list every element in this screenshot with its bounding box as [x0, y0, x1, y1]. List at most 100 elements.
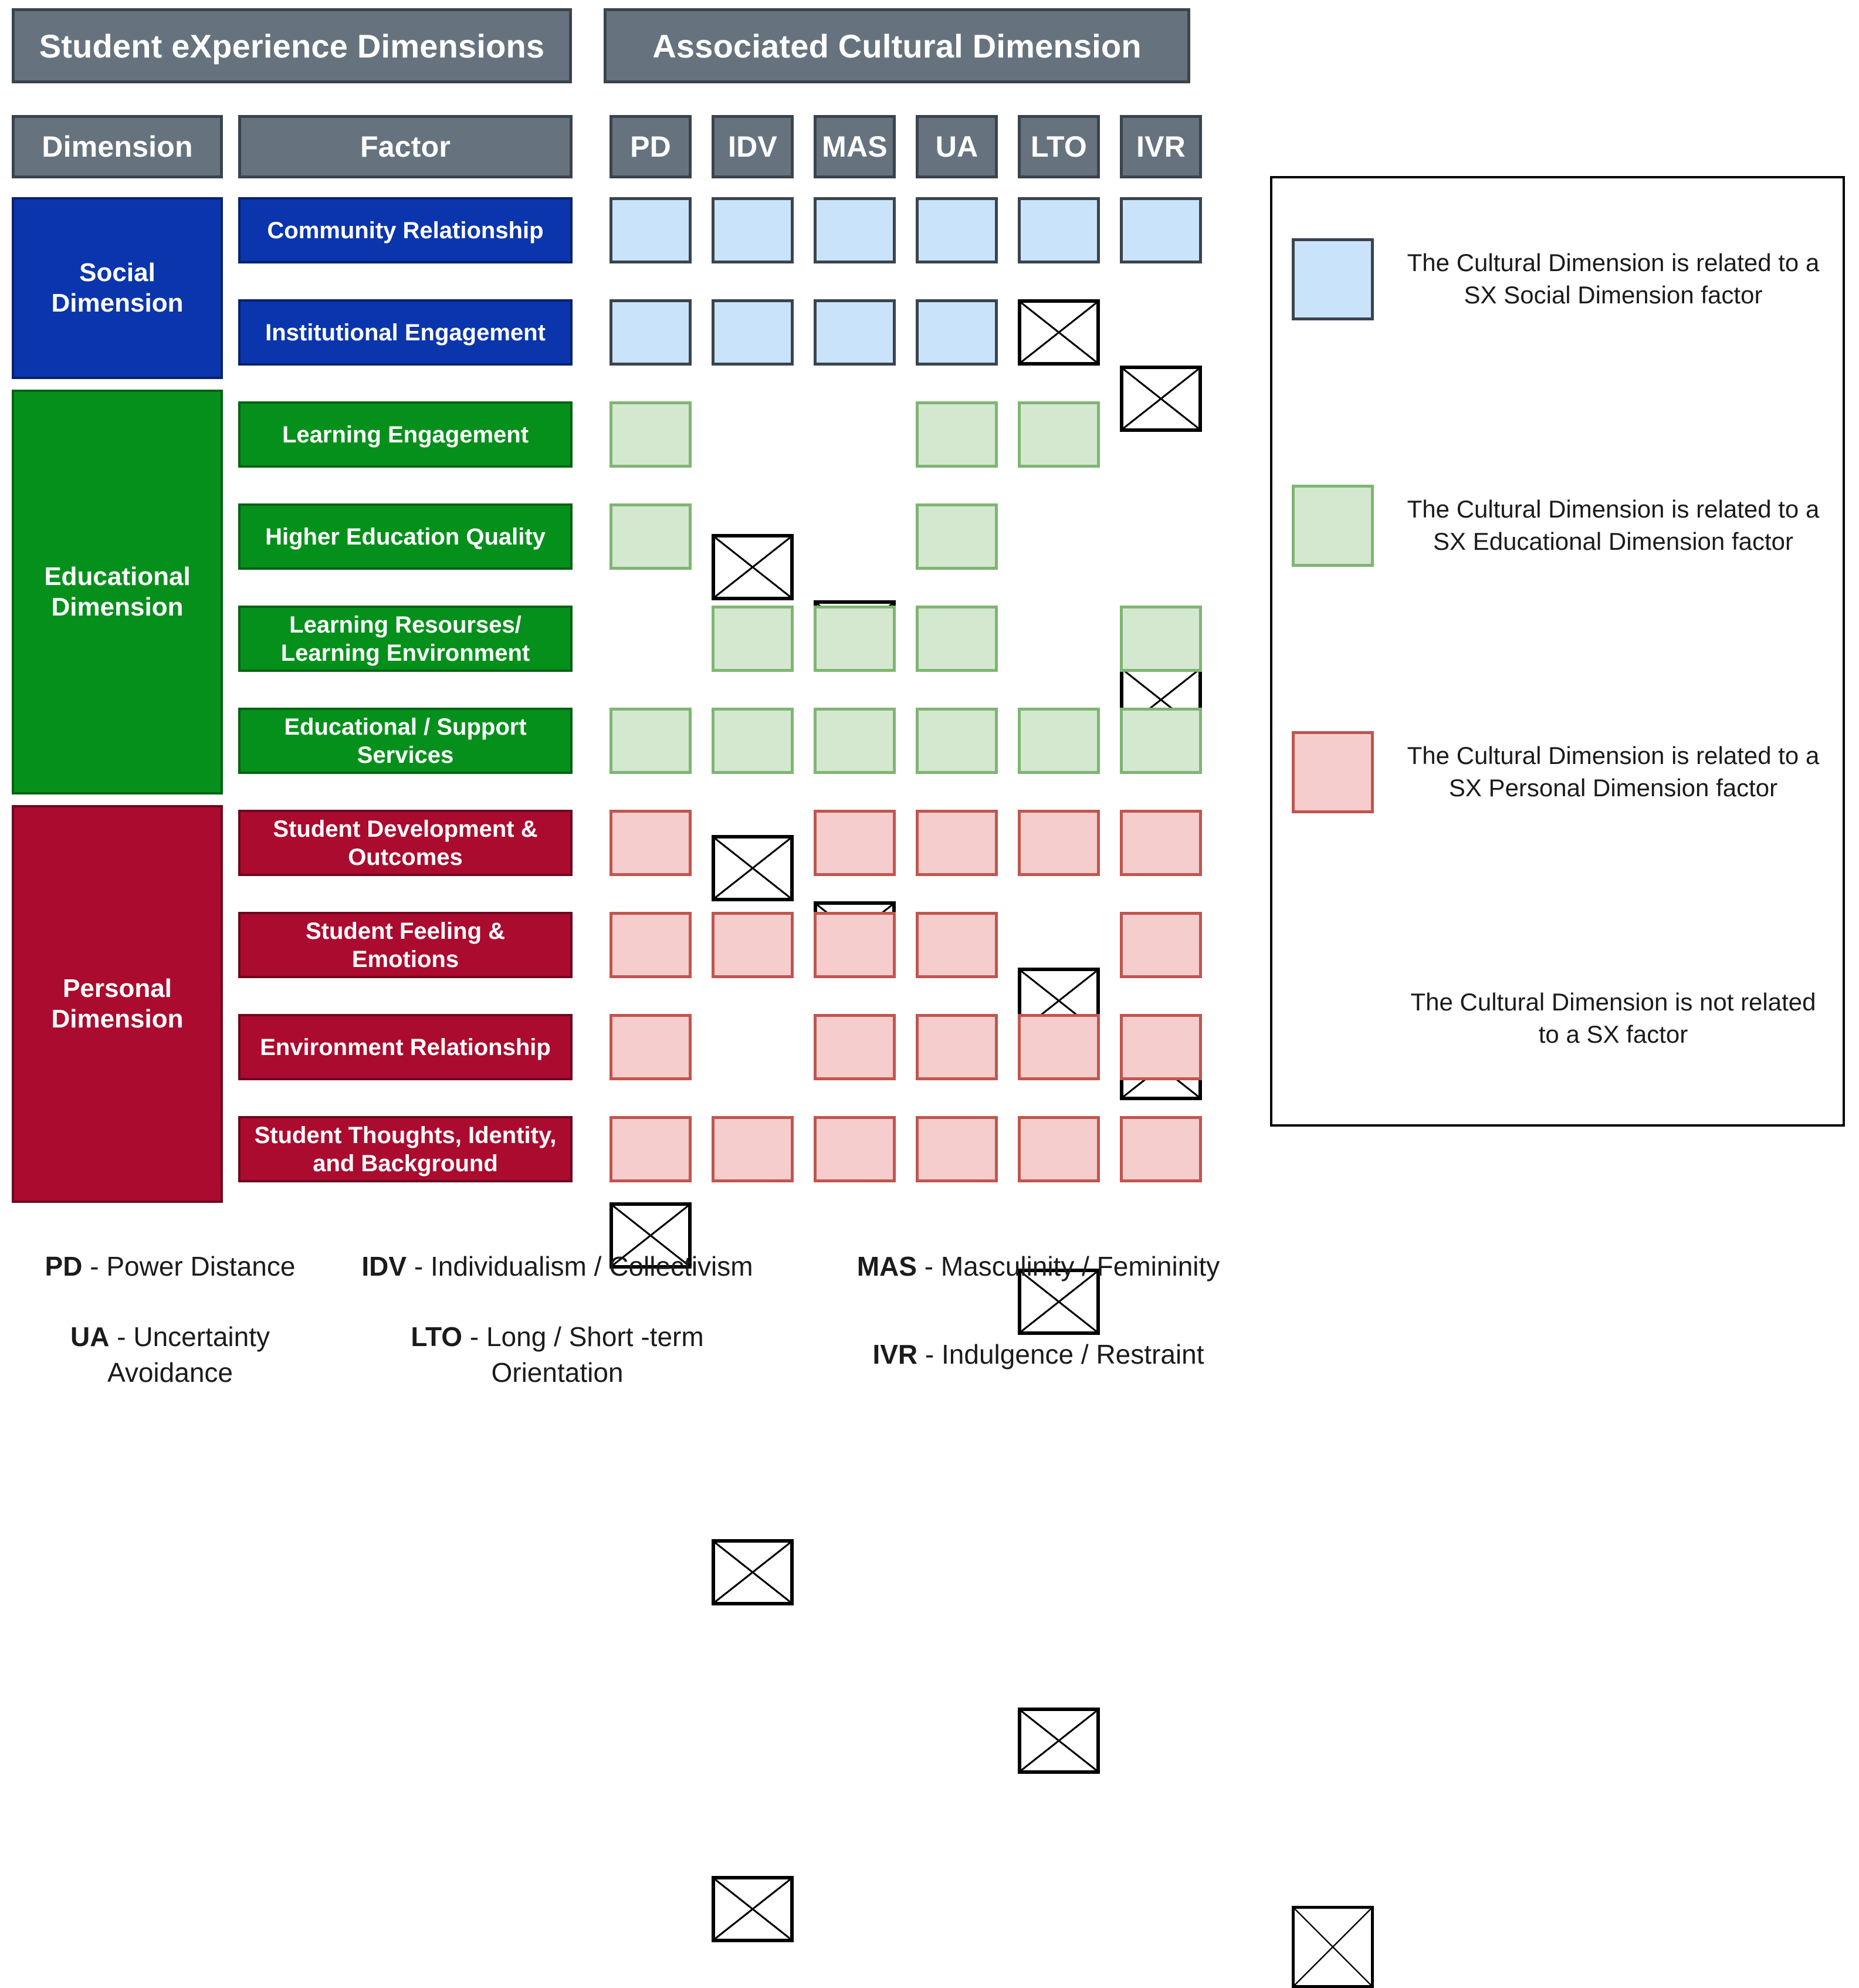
abbreviation-text: Indulgence / Restraint: [942, 1339, 1204, 1370]
factor-box-learning-engagement: Learning Engagement: [238, 401, 573, 468]
column-header-idv-label: IDV: [728, 130, 777, 163]
column-header-pd: PD: [609, 115, 692, 178]
matrix-cell-related: [916, 708, 998, 774]
matrix-cell-related: [916, 1116, 998, 1182]
abbreviation-ivr: IVR - Indulgence / Restraint: [872, 1339, 1204, 1370]
matrix-cell-related: [1018, 708, 1100, 774]
matrix-cell-related: [916, 197, 998, 263]
legend-text-educational: The Cultural Dimension is related to a S…: [1407, 495, 1820, 555]
dimension-block-social-label: Social Dimension: [51, 258, 184, 317]
matrix-cell-related: [712, 606, 794, 672]
matrix-cell-related: [916, 810, 998, 876]
legend-text-not-related: The Cultural Dimension is not related to…: [1410, 988, 1816, 1048]
abbreviation-pd: PD - Power Distance: [45, 1251, 296, 1282]
group-header-student-experience-label: Student eXperience Dimensions: [39, 27, 545, 65]
legend-swatch-educational: [1292, 485, 1374, 567]
factor-box-student-development-outcomes: Student Development & Outcomes: [238, 810, 573, 876]
dimension-block-educational: Educational Dimension: [12, 390, 223, 794]
matrix-cell-related: [1018, 401, 1100, 468]
column-header-ivr-label: IVR: [1136, 130, 1186, 163]
matrix-cell-related: [814, 810, 896, 876]
matrix-cell-not-related: [1018, 1708, 1100, 1774]
factor-label: Higher Education Quality: [265, 523, 546, 550]
abbreviation-code: PD: [45, 1251, 83, 1282]
abbreviation-code: MAS: [856, 1251, 917, 1282]
factor-box-environment-relationship: Environment Relationship: [238, 1014, 573, 1080]
diagram-root: Student eXperience Dimensions Associated…: [6, 8, 1845, 1988]
abbreviation-code: UA: [70, 1321, 110, 1352]
abbreviation-lto: LTO - Long / Short -term Orientation: [340, 1319, 774, 1401]
matrix-cell-related: [814, 708, 896, 774]
abbreviation-code: IVR: [872, 1339, 918, 1370]
abbreviation-code: IDV: [361, 1251, 407, 1282]
factor-box-educational-support-services: Educational / Support Services: [238, 708, 573, 774]
matrix-cell-related: [609, 503, 692, 570]
matrix-cell-related: [712, 299, 794, 366]
dimension-block-personal: Personal Dimension: [12, 805, 223, 1203]
matrix-cell-related: [814, 606, 896, 672]
matrix-cell-related: [1120, 912, 1202, 978]
factor-box-institutional-engagement: Institutional Engagement: [238, 299, 573, 366]
column-header-factor-label: Factor: [360, 130, 451, 163]
column-header-pd-label: PD: [630, 130, 671, 163]
dimension-block-personal-label: Personal Dimension: [51, 974, 184, 1033]
matrix-cell-related: [609, 708, 692, 774]
group-header-cultural-dimension: Associated Cultural Dimension: [604, 8, 1190, 83]
abbreviation-text: Individualism / Collectivism: [430, 1251, 753, 1282]
factor-label: Student Thoughts, Identity, and Backgrou…: [254, 1122, 557, 1176]
factor-box-community-relationship: Community Relationship: [238, 197, 573, 263]
column-header-ua: UA: [916, 115, 998, 178]
matrix-cell-related: [916, 401, 998, 468]
column-header-lto-label: LTO: [1031, 130, 1087, 163]
matrix-cell-related: [609, 810, 692, 876]
dimension-block-educational-label: Educational Dimension: [44, 562, 191, 621]
abbreviation-ua: UA - Uncertainty Avoidance: [6, 1319, 334, 1401]
matrix-cell-not-related: [712, 534, 794, 600]
column-header-dimension-label: Dimension: [42, 130, 193, 163]
matrix-cell-not-related: [712, 835, 794, 901]
group-header-student-experience: Student eXperience Dimensions: [12, 8, 572, 83]
matrix-cell-related: [609, 299, 692, 366]
matrix-cell-related: [814, 912, 896, 978]
column-header-ivr: IVR: [1120, 115, 1202, 178]
matrix-cell-related: [814, 1014, 896, 1080]
matrix-cell-related: [712, 708, 794, 774]
matrix-cell-related: [712, 197, 794, 263]
matrix-cell-related: [1018, 810, 1100, 876]
matrix-cell-related: [916, 503, 998, 570]
legend-swatch-not-related: [1292, 1906, 1374, 1988]
factor-label: Student Feeling & Emotions: [306, 918, 505, 972]
matrix-cell-related: [712, 1116, 794, 1182]
matrix-cell-related: [916, 1014, 998, 1080]
matrix-cell-related: [609, 1116, 692, 1182]
matrix-cell-related: [1120, 810, 1202, 876]
matrix-cell-related: [1018, 1116, 1100, 1182]
matrix-cell-related: [609, 197, 692, 263]
abbreviation-text: Uncertainty: [133, 1321, 270, 1352]
column-header-mas-label: MAS: [822, 130, 888, 163]
abbreviation-idv: IDV - Individualism / Collectivism: [361, 1251, 753, 1282]
matrix-cell-related: [916, 606, 998, 672]
matrix-cell-related: [814, 197, 896, 263]
matrix-cell-related: [916, 912, 998, 978]
factor-label: Student Development & Outcomes: [273, 816, 538, 870]
factor-label: Learning Resourses/ Learning Environment: [280, 611, 530, 666]
group-header-cultural-dimension-label: Associated Cultural Dimension: [652, 27, 1142, 65]
factor-box-learning-resources-environment: Learning Resourses/ Learning Environment: [238, 606, 573, 672]
abbreviation-text-line2: Orientation: [491, 1357, 624, 1388]
factor-label: Educational / Support Services: [284, 714, 527, 768]
column-header-dimension: Dimension: [12, 115, 223, 178]
legend-text-social: The Cultural Dimension is related to a S…: [1407, 249, 1820, 309]
legend-text-personal: The Cultural Dimension is related to a S…: [1407, 742, 1820, 802]
matrix-cell-related: [814, 1116, 896, 1182]
column-header-mas: MAS: [814, 115, 896, 178]
matrix-cell-related: [712, 912, 794, 978]
factor-label: Institutional Engagement: [265, 319, 546, 346]
matrix-cell-related: [1120, 708, 1202, 774]
factor-label: Environment Relationship: [260, 1034, 551, 1060]
abbreviation-text: Long / Short -term: [486, 1321, 704, 1352]
column-header-lto: LTO: [1018, 115, 1100, 178]
abbreviation-text-line2: Avoidance: [107, 1357, 233, 1388]
matrix-cell-related: [609, 401, 692, 468]
matrix-cell-related: [609, 912, 692, 978]
